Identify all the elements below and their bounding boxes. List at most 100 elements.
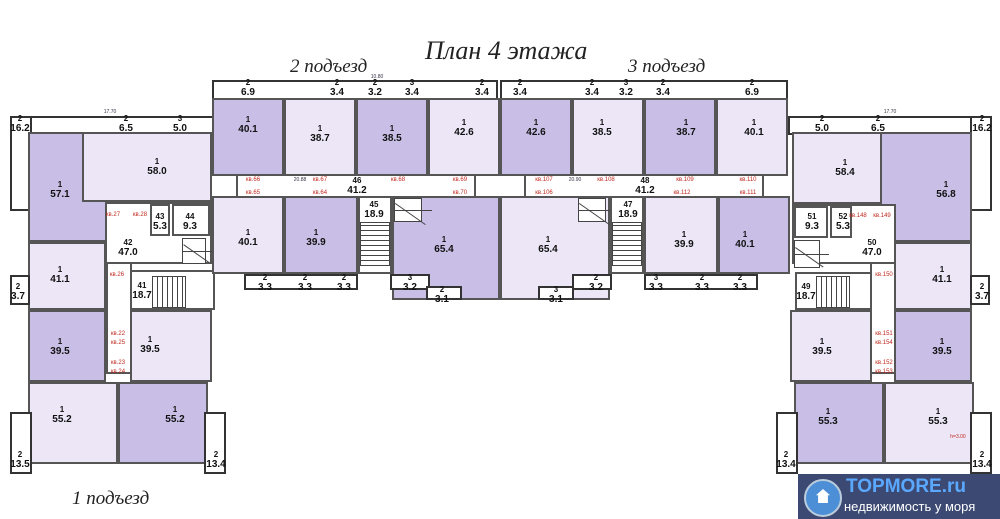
room — [118, 382, 208, 464]
balcony — [390, 274, 430, 290]
apartment-number: кв.24 — [110, 369, 126, 375]
dimension: 20.88 — [293, 177, 307, 183]
room — [82, 132, 212, 202]
room — [644, 98, 716, 176]
apartment-number: кв.110 — [739, 177, 757, 183]
entrance-1-label: 1 подъезд — [72, 488, 150, 509]
room — [894, 310, 972, 382]
watermark-tagline: недвижимость у моря — [844, 499, 976, 514]
apartment-number: кв.64 — [312, 190, 328, 196]
entrance-2-label: 2 подъезд — [290, 56, 368, 77]
stairs — [152, 276, 186, 308]
balcony — [970, 412, 992, 474]
balcony — [10, 412, 32, 474]
storage — [830, 206, 852, 238]
room — [794, 382, 884, 464]
watermark-brand: TOPMORE.ru — [846, 476, 966, 497]
apartment-number: кв.25 — [110, 340, 126, 346]
apartment-number: кв.68 — [390, 177, 406, 183]
room — [212, 196, 284, 274]
balcony — [572, 274, 612, 290]
apartment-number: кв.153 — [875, 369, 893, 375]
stairs — [612, 222, 642, 266]
dimension: 17.70 — [883, 109, 897, 115]
apartment-number: кв.150 — [875, 272, 893, 278]
room — [572, 98, 644, 176]
balcony — [10, 275, 30, 305]
room — [718, 196, 790, 274]
balcony — [776, 412, 798, 474]
storage — [150, 204, 170, 236]
apartment-number: кв.65 — [245, 190, 261, 196]
apartment-number: кв.67 — [312, 177, 328, 183]
apartment-number: кв.27 — [105, 212, 121, 218]
room — [284, 196, 358, 274]
corridor — [870, 262, 896, 374]
entrance-3-label: 3 подъезд — [628, 56, 706, 77]
apartment-number: кв.152 — [875, 360, 893, 366]
apartment-number: кв.148 — [849, 213, 867, 219]
elevator-shaft — [578, 198, 616, 222]
apartment-number: кв.108 — [597, 177, 615, 183]
corridor — [106, 262, 132, 374]
apartment-number: кв.107 — [535, 177, 553, 183]
room — [130, 310, 212, 382]
apartment-number: кв.106 — [535, 190, 553, 196]
room — [644, 196, 718, 274]
apartment-number: кв.149 — [873, 213, 891, 219]
ceiling-height-note: h=3.00 — [950, 434, 966, 440]
dimension: 20.90 — [568, 177, 582, 183]
room — [28, 310, 106, 382]
apartment-number: кв.28 — [132, 212, 148, 218]
